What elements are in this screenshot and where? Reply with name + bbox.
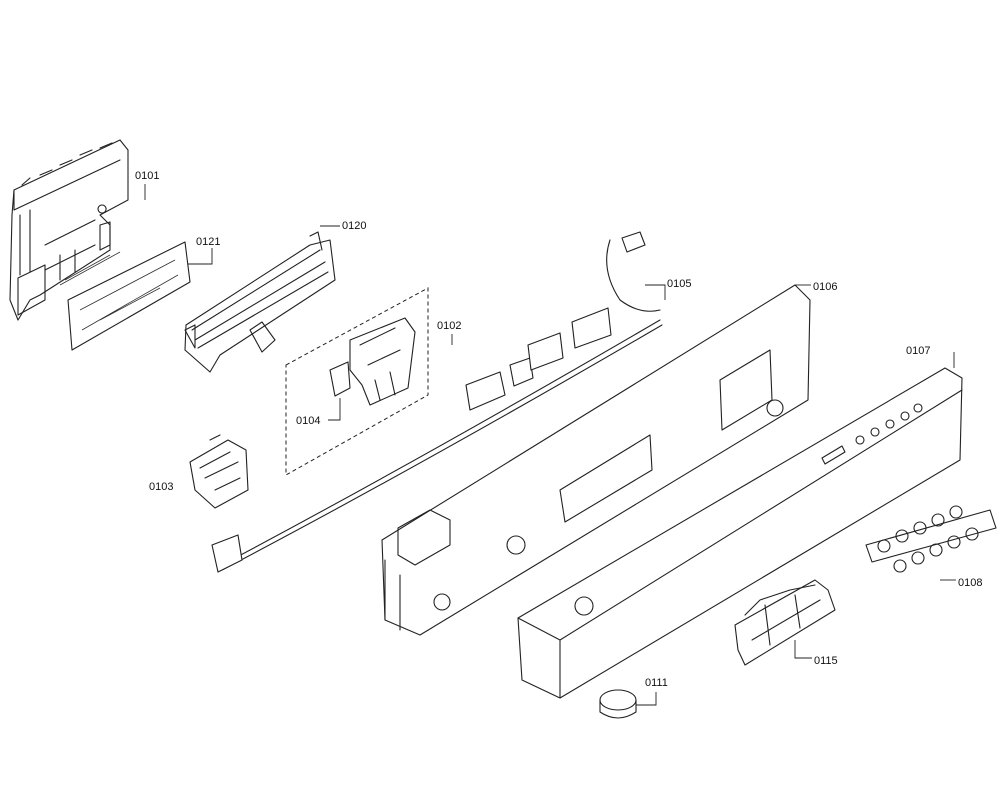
svg-text:0120: 0120 xyxy=(342,220,366,232)
label-0102: 0102 xyxy=(437,320,461,345)
label-0121: 0121 xyxy=(188,236,220,265)
svg-text:0103: 0103 xyxy=(149,481,173,493)
label-0108: 0108 xyxy=(940,577,982,589)
svg-text:0111: 0111 xyxy=(645,677,668,689)
svg-text:0101: 0101 xyxy=(135,170,159,182)
svg-text:0105: 0105 xyxy=(667,278,691,290)
label-0111: 0111 xyxy=(636,677,668,706)
part-0101-control-module xyxy=(9,139,129,321)
label-0104: 0104 xyxy=(296,398,341,427)
label-0101: 0101 xyxy=(135,170,159,200)
part-0121-panel xyxy=(59,241,191,351)
part-0108-buttons xyxy=(865,505,997,573)
label-0120: 0120 xyxy=(320,220,366,232)
part-0105-wiring-harness xyxy=(211,231,663,573)
svg-text:0106: 0106 xyxy=(813,281,837,293)
svg-text:0115: 0115 xyxy=(814,655,838,667)
label-0103: 0103 xyxy=(149,481,173,493)
svg-text:0104: 0104 xyxy=(296,415,320,427)
part-0102-switch-assembly xyxy=(285,287,429,476)
part-0111-knob xyxy=(599,689,637,719)
part-0107-fascia xyxy=(517,367,963,699)
svg-text:0107: 0107 xyxy=(906,345,930,357)
part-0103-switch xyxy=(189,434,249,509)
label-0105: 0105 xyxy=(645,278,691,300)
label-0107: 0107 xyxy=(906,345,955,368)
svg-text:0102: 0102 xyxy=(437,320,461,332)
label-0115: 0115 xyxy=(794,640,838,667)
part-0115-handle xyxy=(734,579,836,666)
svg-text:0108: 0108 xyxy=(958,577,982,589)
svg-text:0121: 0121 xyxy=(196,236,220,248)
label-0106: 0106 xyxy=(795,281,837,293)
part-0120-bracket xyxy=(184,231,336,373)
